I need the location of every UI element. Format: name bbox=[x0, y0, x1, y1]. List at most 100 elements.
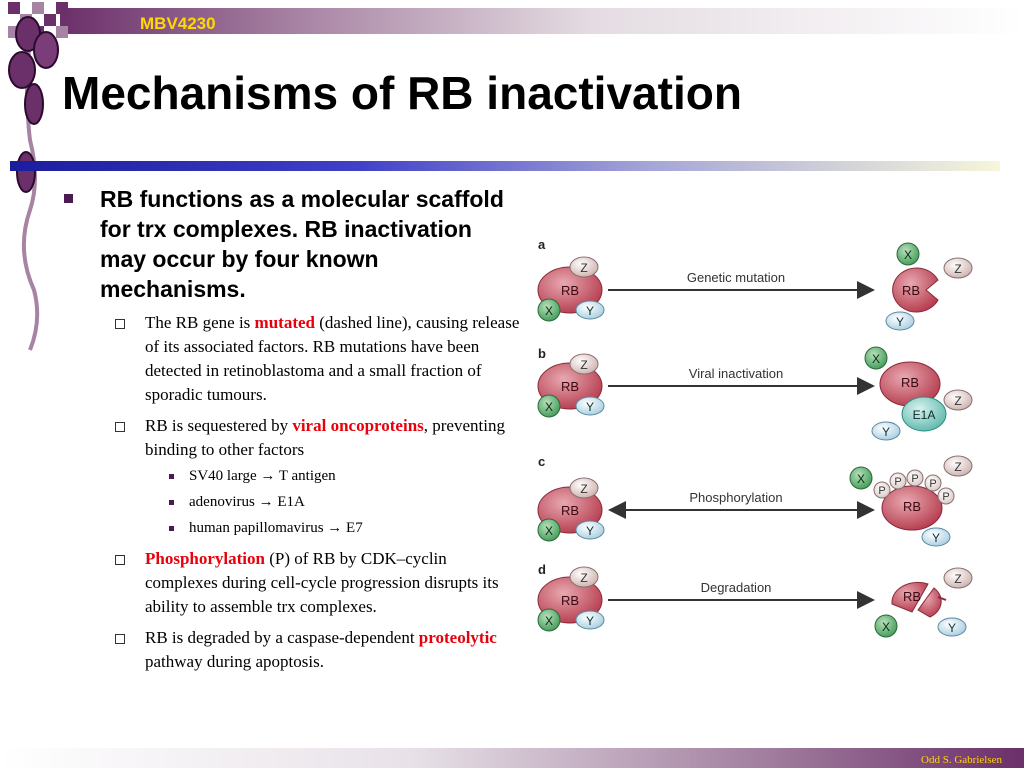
panel-b: b RB Z X Y Viral inactivation RB E1A X Z… bbox=[537, 346, 973, 441]
sub-bullet-phosphorylation: Phosphorylation (P) of RB by CDK–cyclin … bbox=[100, 547, 522, 619]
footer-author: Odd S. Gabrielsen bbox=[921, 754, 1002, 766]
x-label: X bbox=[545, 400, 553, 414]
small-square-bullet-icon bbox=[169, 474, 174, 479]
z-label: Z bbox=[580, 358, 587, 372]
sub2-post: , preventing binding to other factors bbox=[145, 416, 505, 459]
hollow-square-bullet-icon bbox=[115, 555, 125, 565]
z-label: Z bbox=[580, 571, 587, 585]
hollow-square-bullet-icon bbox=[115, 634, 125, 644]
slide-title: Mechanisms of RB inactivation bbox=[62, 67, 742, 119]
factor-y bbox=[937, 617, 967, 637]
phosphate-p bbox=[924, 474, 942, 492]
main-bullet: RB functions as a molecular scaffold for… bbox=[62, 184, 522, 304]
hollow-square-bullet-icon bbox=[115, 319, 125, 329]
factor-x bbox=[849, 466, 873, 490]
arrow-label-d: Degradation bbox=[701, 580, 772, 595]
p-label: P bbox=[942, 491, 949, 503]
z-label: Z bbox=[580, 261, 587, 275]
panel-d-letter: d bbox=[538, 562, 546, 577]
y-label: Y bbox=[896, 315, 904, 329]
p-label: P bbox=[911, 473, 918, 485]
x-label: X bbox=[545, 524, 553, 538]
factor-z bbox=[943, 567, 973, 589]
factor-z bbox=[569, 566, 599, 588]
viral-item-text: human papillomavirus → E7 bbox=[189, 520, 363, 536]
title-underline-rule bbox=[10, 161, 1000, 171]
y-label: Y bbox=[586, 614, 594, 628]
panel-c: c RB Z X Y Phosphorylation RB P P P P P … bbox=[537, 454, 973, 547]
phosphate-p bbox=[906, 469, 924, 487]
square-bullet-icon bbox=[64, 194, 73, 203]
factor-y bbox=[575, 396, 605, 416]
factor-z bbox=[569, 477, 599, 499]
slide-content: RB functions as a molecular scaffold for… bbox=[62, 184, 522, 674]
rb-label: RB bbox=[561, 283, 579, 298]
viral-item-sv40: SV40 large → T antigen bbox=[167, 465, 522, 488]
x-label: X bbox=[857, 472, 865, 486]
sub4-pre: RB is degraded by a caspase-dependent bbox=[145, 628, 419, 647]
phosphate-p bbox=[873, 481, 891, 499]
main-bullet-text: RB functions as a molecular scaffold for… bbox=[100, 186, 504, 302]
sub-bullet-mutation: The RB gene is mutated (dashed line), ca… bbox=[100, 311, 522, 407]
sub-bullet-viral: RB is sequestered by viral oncoproteins,… bbox=[100, 414, 522, 462]
factor-z bbox=[569, 256, 599, 278]
y-label: Y bbox=[882, 425, 890, 439]
sub2-highlight: viral oncoproteins bbox=[292, 416, 424, 435]
arrow-label-a: Genetic mutation bbox=[687, 270, 785, 285]
viral-item-text: adenovirus → E1A bbox=[189, 494, 305, 510]
header-gradient-bar: MBV4230 bbox=[60, 8, 1024, 34]
factor-y bbox=[575, 300, 605, 320]
factor-x bbox=[537, 608, 561, 632]
viral-item-text: SV40 large → T antigen bbox=[189, 468, 336, 484]
y-label: Y bbox=[932, 531, 940, 545]
z-label: Z bbox=[954, 572, 961, 586]
panel-a-letter: a bbox=[538, 237, 546, 252]
factor-x bbox=[874, 614, 898, 638]
viral-item-adenovirus: adenovirus → E1A bbox=[167, 491, 522, 514]
factor-z bbox=[943, 257, 973, 279]
x-label: X bbox=[882, 620, 890, 634]
sub1-highlight: mutated bbox=[254, 313, 315, 332]
sub1-pre: The RB gene is bbox=[145, 313, 255, 332]
rb-label: RB bbox=[561, 379, 579, 394]
phosphate-p bbox=[889, 472, 907, 490]
panel-a: a RB Z X Y Genetic mutation RB X Z Y bbox=[537, 237, 973, 331]
z-label: Z bbox=[954, 394, 961, 408]
factor-z bbox=[569, 353, 599, 375]
plant-vine-decoration bbox=[8, 16, 59, 351]
small-square-bullet-icon bbox=[169, 526, 174, 531]
x-label: X bbox=[545, 304, 553, 318]
sub-bullet-degradation: RB is degraded by a caspase-dependent pr… bbox=[100, 626, 522, 674]
rb-label: RB bbox=[903, 589, 921, 604]
sub4-post: pathway during apoptosis. bbox=[145, 652, 324, 671]
panel-c-letter: c bbox=[538, 454, 545, 469]
rb-label: RB bbox=[902, 283, 920, 298]
y-label: Y bbox=[948, 621, 956, 635]
rb-inactivation-figure: a RB Z X Y Genetic mutation RB X Z Y b R… bbox=[537, 237, 973, 638]
rb-fragment bbox=[891, 581, 929, 613]
factor-x bbox=[537, 518, 561, 542]
arrow-label-c: Phosphorylation bbox=[689, 490, 782, 505]
rb-label: RB bbox=[901, 375, 919, 390]
factor-x bbox=[537, 394, 561, 418]
y-label: Y bbox=[586, 304, 594, 318]
x-label: X bbox=[545, 614, 553, 628]
y-label: Y bbox=[586, 400, 594, 414]
rb-label: RB bbox=[561, 593, 579, 608]
rb-label: RB bbox=[561, 503, 579, 518]
small-square-bullet-icon bbox=[169, 500, 174, 505]
sub4-highlight: proteolytic bbox=[418, 628, 497, 647]
factor-x bbox=[537, 298, 561, 322]
panel-b-letter: b bbox=[538, 346, 546, 361]
phosphate-p bbox=[937, 487, 955, 505]
e1a-label: E1A bbox=[913, 408, 936, 422]
sub1-post: (dashed line), causing release of its as… bbox=[145, 313, 520, 404]
factor-z bbox=[943, 389, 973, 411]
p-label: P bbox=[878, 485, 885, 497]
x-label: X bbox=[904, 248, 912, 262]
hollow-square-bullet-icon bbox=[115, 422, 125, 432]
z-label: Z bbox=[580, 482, 587, 496]
course-code: MBV4230 bbox=[140, 14, 216, 33]
factor-y bbox=[575, 520, 605, 540]
rb-label: RB bbox=[903, 499, 921, 514]
